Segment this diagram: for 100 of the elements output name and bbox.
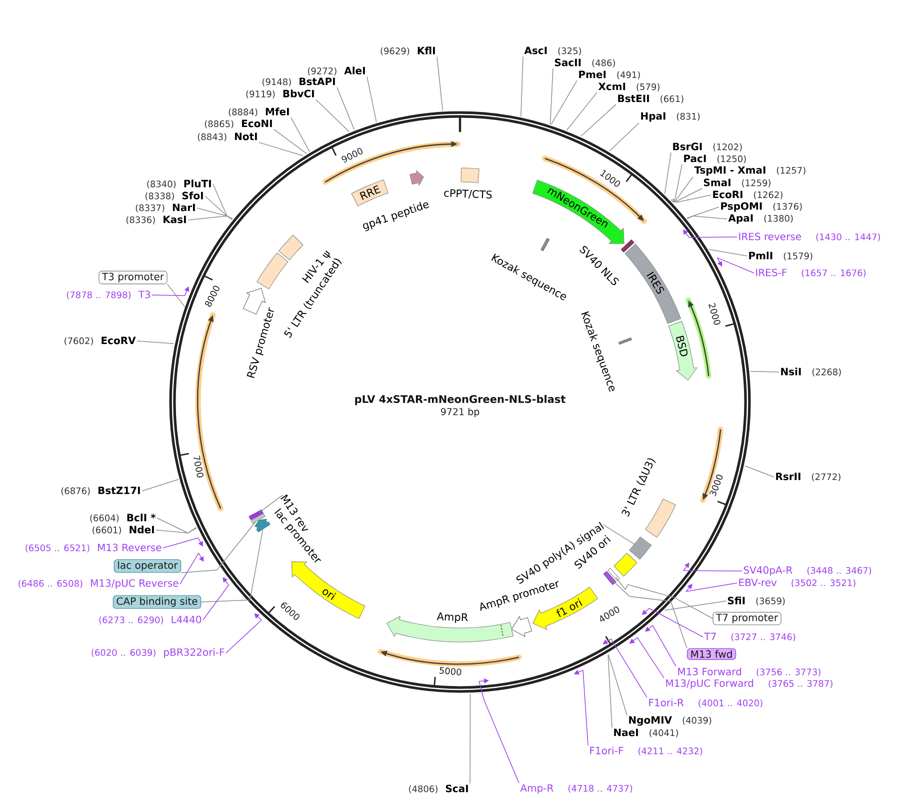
restriction-site-label: NaeI (4041) <box>614 728 678 738</box>
leader-line <box>708 248 748 256</box>
feature-label: AmpR <box>436 612 468 623</box>
restriction-site-label: PacI (1250) <box>684 154 746 164</box>
leader-line <box>550 80 578 125</box>
label-box: M13 fwd <box>686 648 736 660</box>
restriction-site-label: (9272) AleI <box>308 66 365 76</box>
restriction-site-label: HpaI (831) <box>641 112 700 122</box>
leader-line <box>274 129 307 154</box>
leader-line <box>744 466 774 478</box>
restriction-site-label: SacII (486) <box>554 58 615 68</box>
leader-line <box>188 216 233 220</box>
restriction-site-label: (8884) MfeI <box>228 108 289 116</box>
feature-mark <box>248 510 264 520</box>
leader-line <box>566 92 598 131</box>
restriction-site-label: PmlI (1579) <box>749 252 812 260</box>
restriction-site-label: SfiI (3659) <box>728 596 785 606</box>
restriction-site-label: (4806) ScaI <box>409 784 468 794</box>
leader-line <box>686 582 738 592</box>
primer-label: IRES reverse (1430 .. 1447) <box>739 232 880 242</box>
leader-line <box>258 142 304 156</box>
restriction-site-label: (6601) NdeI <box>92 526 154 534</box>
plasmid-length: 9721 bp <box>440 408 480 418</box>
primer-label: T7 (3727 .. 3746) <box>704 632 796 642</box>
restriction-site-label: RsrII (2772) <box>776 472 840 482</box>
restriction-site-label: (9148) BstAPI <box>262 78 335 86</box>
leader-line <box>608 654 628 716</box>
leader-line <box>615 576 713 619</box>
tick-label: 8000 <box>205 286 220 307</box>
leader-line <box>664 600 726 611</box>
primer-label: (6020 .. 6039) pBR322ori-F <box>92 648 224 658</box>
leader-line <box>686 216 728 220</box>
restriction-site-label: ApaI (1380) <box>728 214 793 224</box>
leader-line <box>180 520 257 574</box>
leader-line <box>608 654 612 728</box>
restriction-site-label: SmaI (1259) <box>704 178 770 188</box>
restriction-site-label: (6604) BclI * <box>90 514 156 522</box>
leader-line <box>580 104 616 137</box>
label-box: lac operator <box>114 559 182 573</box>
leader-line <box>202 577 230 620</box>
restriction-site-label: NsiI (2268) <box>781 368 841 376</box>
primer-label: Amp-R (4718 .. 4737) <box>520 784 632 794</box>
restriction-site-label: (8336) KasI <box>126 216 186 224</box>
feature-mark <box>608 568 620 582</box>
restriction-site-label: (9629) KflI <box>380 46 435 56</box>
leader-line <box>672 194 712 202</box>
leader-line <box>436 56 444 111</box>
leader-line <box>683 562 742 572</box>
leader-line <box>156 518 197 534</box>
leader-line <box>316 99 350 132</box>
restriction-site-label: (9119) BbvCI <box>246 90 314 98</box>
leader-line <box>612 580 688 649</box>
leader-line <box>550 68 554 125</box>
leader-line <box>664 152 672 194</box>
label-box: T7 promoter <box>712 612 782 626</box>
leader-line <box>603 524 636 546</box>
tick-label: 3000 <box>710 474 723 496</box>
leader-line <box>142 478 179 492</box>
primer-label: (6486 .. 6508) M13/pUC Reverse <box>18 579 178 589</box>
leader-line <box>602 638 648 698</box>
primer-label: (6505 .. 6521) M13 Reverse <box>26 544 162 552</box>
leader-line <box>212 184 233 220</box>
leader-line <box>470 693 471 784</box>
feature-mark <box>256 522 270 532</box>
leader-line <box>226 613 262 654</box>
plasmid-name: pLV 4xSTAR-mNeonGreen-NLS-blast <box>355 394 566 406</box>
restriction-site-label: NgoMIV (4039) <box>629 716 712 726</box>
leader-line <box>750 371 780 372</box>
label-box: CAP binding site <box>112 595 202 609</box>
primer-label: F1ori-F (4211 .. 4232) <box>590 746 702 756</box>
leader-line <box>672 188 702 202</box>
label-box: T3 promoter <box>98 270 168 284</box>
leader-line <box>180 552 204 584</box>
leader-line <box>258 494 284 514</box>
feature-label: cPPT/CTS <box>444 189 492 199</box>
restriction-site-label: (8338) SfoI <box>146 192 203 200</box>
leader-line <box>162 538 203 548</box>
leader-line <box>290 117 310 152</box>
restriction-site-label: AscI (325) <box>524 46 581 56</box>
restriction-site-label: BsrGI (1202) <box>673 142 742 152</box>
tick-label: 5000 <box>439 667 462 676</box>
restriction-site-label: TspMI - XmaI (1257) <box>694 166 806 176</box>
restriction-site-label: PmeI (491) <box>579 70 640 80</box>
leader-line <box>196 208 233 220</box>
leader-line <box>204 196 233 220</box>
primer-label: IRES-F (1657 .. 1676) <box>756 268 866 278</box>
restriction-site-label: XcmI (579) <box>598 82 660 92</box>
feature-mark <box>251 513 266 524</box>
primer-label: (6273 .. 6290) L4440 <box>99 616 202 624</box>
restriction-site-label: BstEII (661) <box>618 94 684 104</box>
restriction-site-label: (8843) NotI <box>198 132 257 142</box>
leader-line <box>136 340 174 344</box>
restriction-site-label: (7602) EcoRV <box>64 336 136 346</box>
feature-block <box>629 536 652 560</box>
tick-label: 2000 <box>708 302 720 325</box>
leader-line <box>717 257 754 274</box>
primer-label: EBV-rev (3502 .. 3521) <box>739 578 856 588</box>
feature-mark <box>603 571 616 585</box>
feature-block: RRE <box>351 180 388 206</box>
leader-line <box>200 530 264 602</box>
